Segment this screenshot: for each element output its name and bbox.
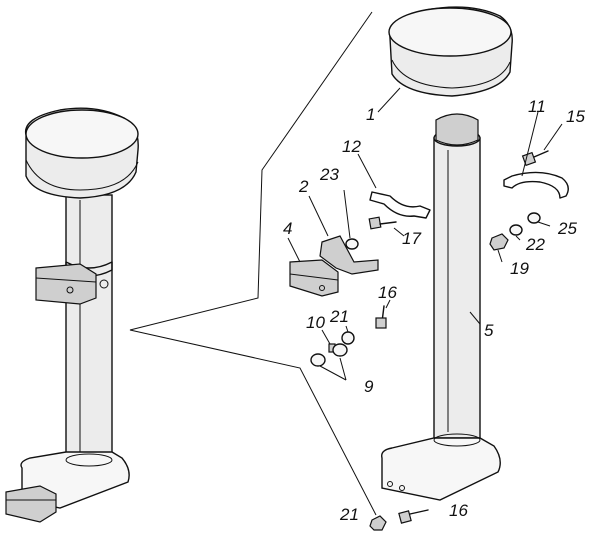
part-16-bolt-lower xyxy=(398,509,429,524)
part-12-clamp-strap xyxy=(369,191,431,219)
callout-15: 15 xyxy=(566,107,585,126)
callout-4: 4 xyxy=(283,219,293,238)
detail-view-frame-line xyxy=(129,11,377,516)
part-21-nut-lower xyxy=(369,515,387,531)
callout-21-upper: 21 xyxy=(330,307,349,326)
part-23-washer xyxy=(345,238,359,250)
callout-21-lower: 21 xyxy=(340,505,359,524)
callout-2: 2 xyxy=(299,177,309,196)
part-5-pipe xyxy=(381,113,501,501)
part-2-bracket xyxy=(319,235,379,275)
part-17-bolt xyxy=(368,216,397,230)
part-21-washer xyxy=(341,331,355,345)
callout-16-lower: 16 xyxy=(449,501,468,520)
callout-19: 19 xyxy=(510,259,529,278)
callout-10: 10 xyxy=(306,313,325,332)
callout-23: 23 xyxy=(320,165,339,184)
assembled-air-intake-pipe xyxy=(5,107,139,523)
callout-5: 5 xyxy=(484,321,494,340)
part-9-washer-b xyxy=(332,343,348,357)
callout-25: 25 xyxy=(558,219,577,238)
part-25-washer xyxy=(527,212,541,224)
assembled-base-bracket xyxy=(5,485,57,523)
part-4-pad xyxy=(289,259,339,297)
assembled-pipe-tube xyxy=(65,194,113,466)
callout-11: 11 xyxy=(528,97,546,116)
callout-12: 12 xyxy=(342,137,361,156)
part-22-washer xyxy=(509,224,523,236)
callout-16-upper: 16 xyxy=(378,283,397,302)
part-16-bolt-upper xyxy=(375,305,387,329)
part-1-cap xyxy=(388,6,513,97)
part-11-clamp-band xyxy=(503,171,569,199)
callout-22: 22 xyxy=(526,235,545,254)
part-19-nut xyxy=(489,233,509,251)
leader-lines xyxy=(287,87,563,381)
part-5-pipe-base-shoe xyxy=(381,437,501,501)
callout-1: 1 xyxy=(366,105,376,124)
callout-17: 17 xyxy=(402,229,421,248)
callout-9: 9 xyxy=(364,377,374,396)
part-9-washer-a xyxy=(310,353,326,367)
assembled-side-bracket xyxy=(35,263,97,305)
